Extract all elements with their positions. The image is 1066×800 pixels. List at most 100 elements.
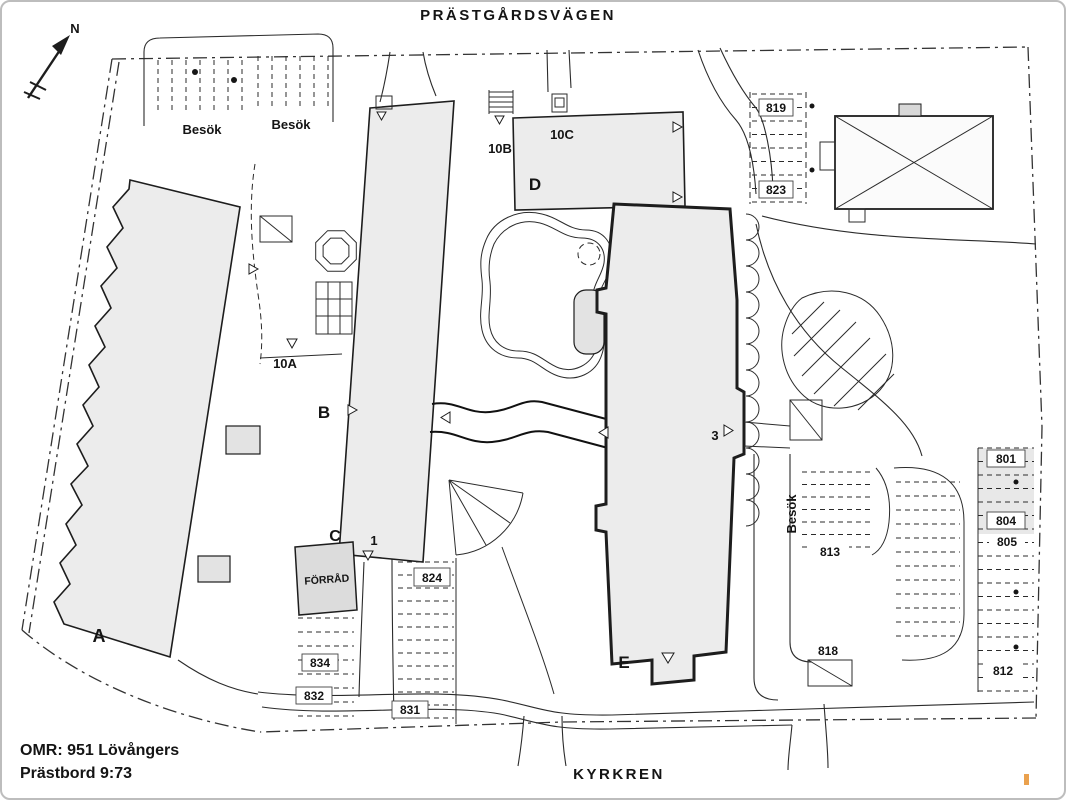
- entrance-marker: [494, 115, 505, 126]
- stall-number-box: [811, 543, 849, 559]
- label-building-b: B: [318, 403, 330, 422]
- title-block-line1: OMR: 951 Lövångers: [20, 741, 179, 759]
- parking-stall-lines: [157, 60, 243, 114]
- boundary-south: [259, 717, 1037, 733]
- driveway-south-2: [787, 703, 829, 771]
- walkway-top-edge: [431, 400, 611, 421]
- courtyard-dashed-edge: [250, 163, 263, 365]
- landscaping-east: [745, 213, 895, 527]
- boundary-southwest: [21, 629, 261, 733]
- parking-number-801: 801: [996, 452, 1016, 466]
- boundary-east: [1027, 46, 1043, 719]
- boundary-north: [111, 46, 1029, 60]
- title-block-line2: Prästbord 9:73: [20, 765, 132, 782]
- hedge-scallops: [745, 213, 760, 527]
- parking-number-804: 804: [996, 514, 1016, 528]
- parking-stall-lines: [896, 481, 960, 637]
- tree-dot: [231, 77, 237, 83]
- road-south-lower: [261, 706, 793, 730]
- shed-818-diagonal: [807, 659, 853, 687]
- north-arrow: N: [23, 21, 80, 100]
- parking-824-831: 824 831: [391, 558, 457, 724]
- walkway-east-edges: [743, 421, 791, 449]
- entrance-marker: [347, 404, 359, 416]
- forrad-building: FÖRRÅD: [294, 541, 358, 616]
- garage-chimney: [898, 103, 922, 117]
- driveway-north-3b: [719, 47, 774, 191]
- entrance-10c-canopy: [551, 93, 568, 113]
- entrance-marker: [672, 121, 684, 133]
- artifact-mark: [1024, 774, 1029, 785]
- boundary-west-inner: [28, 61, 120, 634]
- driveway-north-2: [546, 49, 572, 93]
- driveway-north-1: [379, 51, 437, 103]
- tree-dot: [1013, 644, 1019, 650]
- label-num-3: 3: [711, 428, 718, 443]
- octagon-planter-inner: [322, 237, 350, 265]
- building-a-outline: [53, 179, 241, 659]
- north-arrow-fins: [23, 81, 47, 100]
- stairs-10b: 10B: [488, 90, 514, 156]
- garage-annex: [819, 141, 836, 171]
- driveway-center-south: [358, 557, 395, 721]
- entrance-10c-canopy-inner: [554, 97, 565, 108]
- parking-832-834: 834 832: [295, 617, 354, 717]
- tree-dot: [809, 167, 815, 173]
- stall-number-box: [758, 98, 794, 117]
- building-a-annex: [225, 425, 261, 455]
- building-b: B C 1: [318, 95, 455, 563]
- entrance-marker: [286, 338, 298, 350]
- shed-east: [789, 399, 823, 441]
- octagon-planter-outer: [315, 230, 357, 272]
- driveway-south-1: [517, 715, 567, 767]
- parking-stall-lines: [257, 56, 329, 110]
- parking-number-832: 832: [304, 689, 324, 703]
- street-name-top: PRÄSTGÅRDSVÄGEN: [420, 7, 616, 24]
- label-entrance-10b: 10B: [488, 141, 512, 156]
- stall-number-box: [986, 511, 1026, 530]
- building-d: 10C D: [512, 93, 686, 211]
- entrance-marker: [440, 411, 451, 424]
- label-entrance-10c: 10C: [550, 127, 574, 142]
- parking-number-818: 818: [818, 644, 838, 658]
- parking-curve-edge: [871, 467, 891, 556]
- parking-819-823: 819 823: [749, 92, 815, 204]
- stall-number-box: [391, 700, 429, 719]
- stall-number-box: [808, 642, 848, 659]
- entrance-marker: [598, 426, 609, 439]
- building-e: E 3: [594, 202, 746, 686]
- street-name-bottom: KYRKREN: [573, 766, 665, 783]
- path-south-of-b: [501, 546, 555, 695]
- shed-east-diagonal: [789, 399, 823, 441]
- pond-courtyard: [480, 212, 613, 379]
- parking-number-831: 831: [400, 703, 420, 717]
- courtyard-structure: [259, 215, 293, 243]
- entrance-marker: [248, 263, 260, 275]
- building-a: A: [53, 179, 261, 659]
- label-building-e: E: [618, 653, 629, 672]
- parking-number-813: 813: [820, 545, 840, 559]
- road-southwest-link: [177, 659, 259, 695]
- parking-edge-dashed: [749, 92, 807, 204]
- north-label: N: [70, 21, 79, 36]
- visitor-parking-label-1: Besök: [182, 122, 222, 137]
- visitor-parking-label-right: Besök: [784, 494, 799, 534]
- visitor-parking-top-left: Besök Besök: [143, 33, 334, 137]
- stair-treads: [488, 90, 514, 114]
- label-forrad: FÖRRÅD: [304, 571, 350, 587]
- walkway-bottom-edge: [429, 430, 609, 449]
- garage-building: [819, 103, 994, 223]
- driveway-north-3a: [697, 49, 757, 195]
- building-a-annex: [197, 555, 231, 583]
- shrub-hatch: [791, 301, 895, 411]
- property-boundary: [21, 46, 1043, 733]
- road-east-upper: [761, 215, 1037, 245]
- courtyard-structure-diagonal: [259, 215, 293, 243]
- road-east-curve: [755, 223, 923, 457]
- label-building-c: C: [329, 528, 341, 545]
- parking-loop-west: [753, 454, 779, 701]
- parking-stall-lines: [802, 471, 874, 548]
- entrance-marker: [661, 652, 675, 664]
- parking-number-823: 823: [766, 183, 786, 197]
